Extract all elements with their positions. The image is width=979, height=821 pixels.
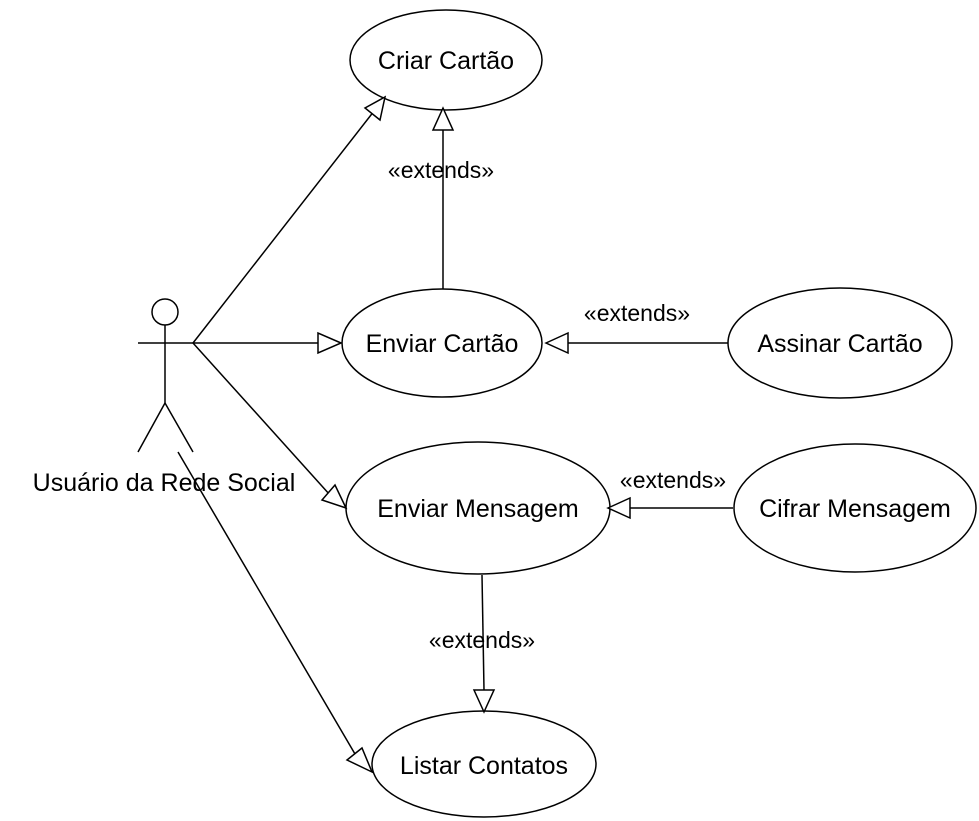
actor-right-leg (164, 402, 194, 453)
arrowhead-to-listar-contatos-from-actor (345, 746, 374, 774)
assoc-actor-listar-contatos (177, 451, 356, 755)
arrowhead-to-enviar-mensagem-from-actor (320, 483, 348, 510)
use-case-assinar-cartao[interactable]: Assinar Cartão (727, 287, 953, 399)
use-case-cifrar-mensagem[interactable]: Cifrar Mensagem (733, 443, 977, 573)
use-case-enviar-cartao-label: Enviar Cartão (366, 330, 519, 358)
use-case-criar-cartao-ellipse (349, 9, 543, 111)
use-case-enviar-cartao[interactable]: Enviar Cartão (341, 288, 543, 398)
use-case-assinar-cartao-ellipse (727, 287, 953, 399)
extends-line-enviarmsg-listar (481, 574, 485, 691)
actor-stick-figure[interactable] (137, 298, 194, 453)
stereotype-enviar-to-criar: «extends» (388, 157, 494, 183)
arrowhead-to-listar-contatos-from-enviarmsg (472, 689, 496, 714)
assoc-actor-enviar-mensagem (192, 342, 331, 496)
use-case-criar-cartao[interactable]: Criar Cartão (349, 9, 543, 111)
actor-name: Usuário da Rede Social (33, 469, 296, 497)
use-case-enviar-mensagem[interactable]: Enviar Mensagem (345, 441, 611, 575)
actor-head (151, 298, 179, 326)
stereotype-assinar-to-enviar: «extends» (584, 300, 690, 326)
use-case-listar-contatos-label: Listar Contatos (400, 752, 568, 780)
use-case-criar-cartao-label: Criar Cartão (378, 47, 514, 75)
arrowhead-to-criar-cartao-from-enviar (431, 106, 455, 131)
use-case-listar-contatos[interactable]: Listar Contatos (371, 710, 597, 818)
use-case-enviar-mensagem-label: Enviar Mensagem (377, 495, 578, 523)
use-case-assinar-cartao-label: Assinar Cartão (757, 330, 922, 358)
stereotype-enviarmsg-to-listar: «extends» (429, 627, 535, 653)
arrowhead-to-enviar-cartao-from-assinar (544, 331, 569, 355)
use-case-cifrar-mensagem-label: Cifrar Mensagem (759, 495, 951, 523)
arrowhead-to-criar-cartao-from-actor (363, 95, 387, 122)
stereotype-cifrar-to-enviarmsg: «extends» (620, 467, 726, 493)
actor-left-leg (137, 402, 166, 453)
arrowhead-to-enviar-mensagem-from-cifrar (606, 496, 631, 520)
assoc-actor-criar-cartao (192, 105, 379, 344)
arrowhead-to-enviar-cartao-from-actor (317, 331, 343, 355)
use-case-cifrar-mensagem-ellipse (733, 443, 977, 573)
